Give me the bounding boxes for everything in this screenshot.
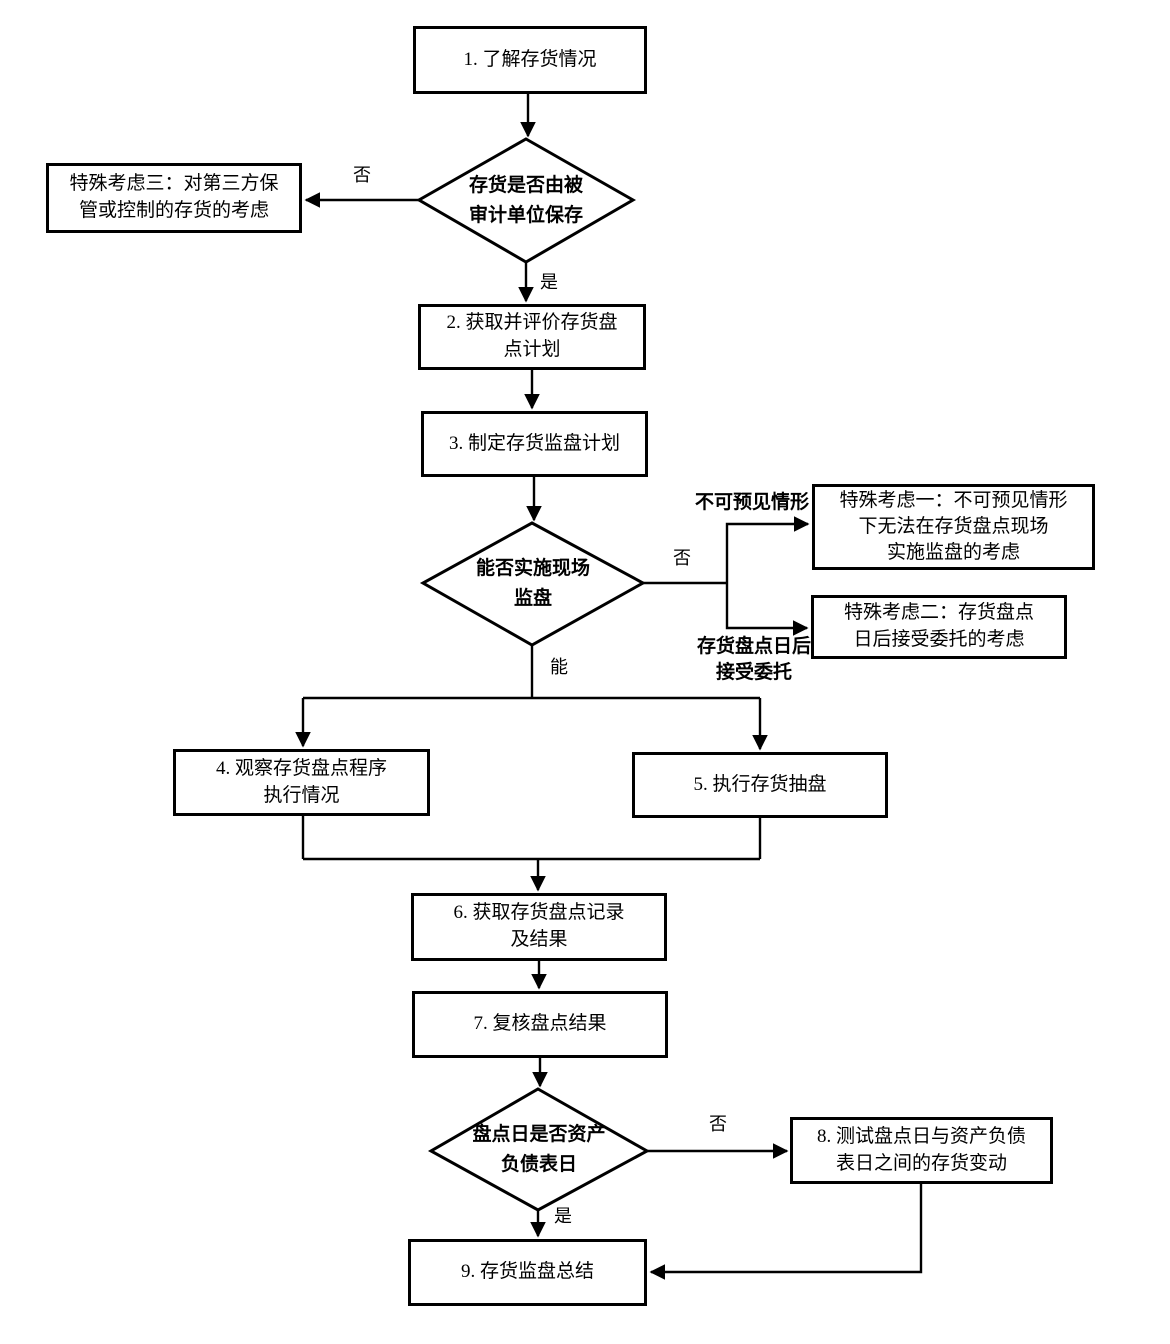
step6-box: 6. 获取存货盘点记录 及结果	[411, 893, 667, 961]
connector-step8-step9	[649, 1184, 923, 1280]
decision1-diamond	[415, 137, 637, 264]
edge-label-yes-1: 是	[540, 272, 558, 292]
edge-label-unforeseen: 不可预见情形	[694, 492, 809, 513]
step7-box: 7. 复核盘点结果	[412, 991, 668, 1058]
decision2-diamond	[419, 521, 647, 647]
connector-no-special2	[725, 583, 809, 636]
step1-box: 1. 了解存货情况	[413, 26, 647, 94]
decision2-label: 能否实施现场 监盘	[475, 557, 590, 609]
special2-box: 特殊考虑二：存货盘点 日后接受委托的考虑	[811, 595, 1067, 659]
step5-box: 5. 执行存货抽盘	[632, 752, 888, 818]
step8-box: 8. 测试盘点日与资产负债 表日之间的存货变动	[790, 1117, 1053, 1184]
edge-label-yes-3: 是	[554, 1206, 572, 1226]
step2-box: 2. 获取并评价存货盘 点计划	[418, 304, 646, 370]
edge-label-no-1: 否	[353, 165, 371, 185]
edge-label-no-3: 否	[709, 1114, 727, 1134]
step9-box: 9. 存货监盘总结	[408, 1239, 647, 1306]
decision3-diamond	[427, 1087, 651, 1212]
special3-box: 特殊考虑三：对第三方保 管或控制的存货的考虑	[46, 163, 302, 233]
edge-label-no-2: 否	[673, 548, 691, 568]
edge-label-entrusted: 存货盘点日后 接受委托	[696, 636, 811, 683]
step4-box: 4. 观察存货盘点程序 执行情况	[173, 749, 430, 816]
decision1-label: 存货是否由被 审计单位保存	[468, 174, 583, 226]
special1-box: 特殊考虑一：不可预见情形 下无法在存货盘点现场 实施监盘的考虑	[812, 484, 1095, 570]
decision3-label: 盘点日是否资产 负债表日	[472, 1123, 606, 1175]
step3-box: 3. 制定存货监盘计划	[421, 411, 648, 477]
edge-label-can: 能	[550, 657, 568, 677]
connector-no-special1	[725, 516, 810, 583]
